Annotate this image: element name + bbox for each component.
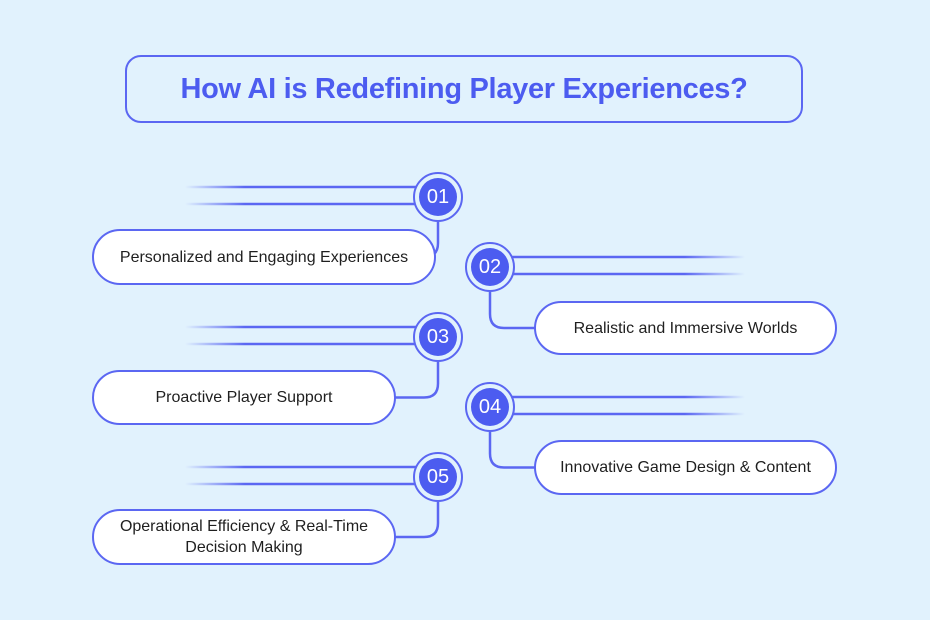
step-number: 02 [471,248,509,286]
step-number: 04 [471,388,509,426]
speed-line [501,250,745,259]
step-label-04: Innovative Game Design & Content [534,440,837,495]
step-badge-03: 03 [413,312,463,362]
elbow-connector [394,502,440,539]
step-badge-05: 05 [413,452,463,502]
speed-line [501,272,745,281]
speed-line [185,460,427,469]
step-label-01: Personalized and Engaging Experiences [92,229,436,285]
step-badge-02: 02 [465,242,515,292]
speed-line [501,412,745,421]
step-label-02: Realistic and Immersive Worlds [534,301,837,355]
step-number: 01 [419,178,457,216]
speed-line [185,180,427,189]
speed-line [185,202,427,211]
step-number: 03 [419,318,457,356]
speed-line [185,342,427,351]
speed-line [185,320,427,329]
step-badge-01: 01 [413,172,463,222]
elbow-connector [488,432,536,469]
step-badge-04: 04 [465,382,515,432]
step-label-03: Proactive Player Support [92,370,396,425]
title-box: How AI is Redefining Player Experiences? [125,55,803,123]
step-number: 05 [419,458,457,496]
speed-line [501,390,745,399]
elbow-connector [394,362,440,399]
elbow-connector [488,292,536,330]
speed-line [185,482,427,491]
page-title: How AI is Redefining Player Experiences? [180,72,748,105]
step-label-05: Operational Efficiency & Real-Time Decis… [92,509,396,565]
